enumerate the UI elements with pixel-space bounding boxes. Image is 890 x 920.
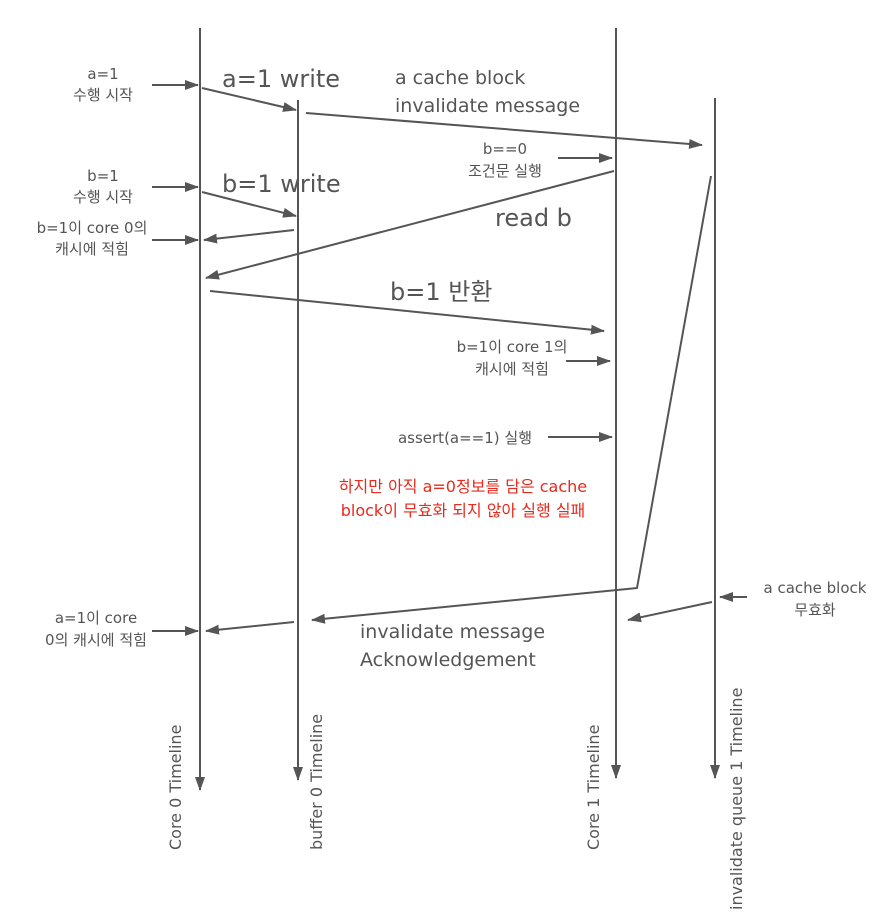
b1-core0-cache-arrow-from-buffer bbox=[203, 229, 295, 244]
invalidate-message-arrow bbox=[305, 112, 703, 149]
b1-start-label-line2: 수행 시작 bbox=[73, 188, 133, 206]
b1-core1-cache-label-line1: b=1이 core 1의 bbox=[457, 338, 568, 356]
a1-write-arrow bbox=[201, 87, 297, 112]
b1-return-label: b=1 반환 bbox=[390, 278, 492, 306]
b1-core1-cache-label-line2: 캐시에 적힘 bbox=[475, 360, 549, 378]
b1-write-arrow bbox=[201, 191, 297, 218]
assert-label: assert(a==1) 실행 bbox=[398, 429, 532, 447]
ack-path-arrow bbox=[311, 175, 712, 624]
b1-write-label: b=1 write bbox=[222, 170, 341, 198]
core0-timeline-label: Core 0 Timeline bbox=[166, 725, 185, 850]
ack-label-line2: Acknowledgement bbox=[360, 649, 536, 671]
ack-label-line1: invalidate message bbox=[360, 621, 545, 643]
failure-note-line2: block이 무효화 되지 않아 실행 실패 bbox=[341, 501, 586, 520]
a1-core0-cache-arrow-from-buffer bbox=[205, 621, 295, 635]
cache-block-label-line2: invalidate message bbox=[395, 95, 580, 117]
queue-to-core1-arrow bbox=[627, 601, 713, 623]
queue1-timeline-label: invalidate queue 1 Timeline bbox=[727, 688, 746, 910]
a1-write-label: a=1 write bbox=[222, 65, 340, 93]
read-b-arrow bbox=[205, 170, 615, 280]
buffer0-timeline-label: buffer 0 Timeline bbox=[307, 714, 326, 850]
invalidate-done-label-line1: a cache block bbox=[764, 579, 867, 597]
b1-return-arrow bbox=[209, 290, 605, 335]
failure-note-line1: 하지만 아직 a=0정보를 담은 cache bbox=[339, 477, 587, 496]
cache-block-label-line1: a cache block bbox=[395, 67, 525, 89]
a1-start-label-line2: 수행 시작 bbox=[73, 86, 133, 104]
a1-core0-cache-label-line2: 0의 캐시에 적힘 bbox=[45, 631, 147, 649]
b1-start-label-line1: b=1 bbox=[87, 167, 119, 185]
b0-cond-label-line2: 조건문 실행 bbox=[468, 162, 542, 180]
read-b-label: read b bbox=[495, 204, 572, 232]
a1-core0-cache-label-line1: a=1이 core bbox=[55, 609, 137, 627]
invalidate-done-label-line2: 무효화 bbox=[794, 601, 836, 619]
b1-core0-cache-label-line2: 캐시에 적힘 bbox=[55, 240, 129, 258]
core1-timeline-label: Core 1 Timeline bbox=[584, 725, 603, 850]
b0-cond-label-line1: b==0 bbox=[483, 140, 527, 158]
b1-core0-cache-label-line1: b=1이 core 0의 bbox=[37, 219, 148, 237]
a1-start-label-line1: a=1 bbox=[87, 65, 118, 83]
